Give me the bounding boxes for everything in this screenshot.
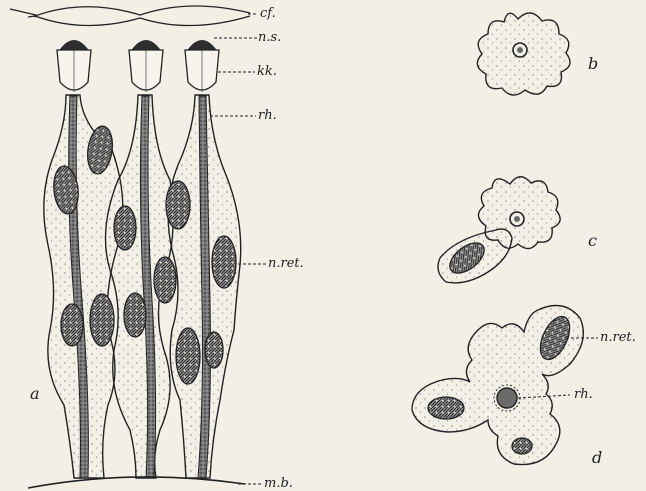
label-cf: cf. xyxy=(260,7,276,20)
panel-letter-d: d xyxy=(592,450,602,466)
retinula-nucleus xyxy=(166,181,190,229)
label-rh-a: rh. xyxy=(258,109,277,122)
retinula-nucleus-d xyxy=(512,438,532,454)
retinula-nucleus xyxy=(124,293,146,337)
label-ns: n.s. xyxy=(258,31,281,44)
label-rh-d: rh. xyxy=(574,388,593,401)
panel-letter-b: b xyxy=(588,56,598,72)
retinula-nucleus xyxy=(114,206,136,250)
panel-letter-c: c xyxy=(588,233,597,249)
retinula-nucleus xyxy=(212,236,236,288)
label-mb: m.b. xyxy=(264,477,293,490)
retinula-nucleus xyxy=(205,332,223,368)
retinula-nucleus xyxy=(154,257,176,303)
label-kk: kk. xyxy=(257,65,277,78)
panel-d xyxy=(412,306,598,465)
retinula-nucleus-d xyxy=(428,397,464,419)
cuticle-layer xyxy=(28,6,250,26)
label-nret-d: n.ret. xyxy=(600,331,636,344)
retinula-nucleus xyxy=(90,294,114,346)
retinula-nucleus xyxy=(176,328,200,384)
panel-c xyxy=(438,177,560,283)
panel-letter-a: a xyxy=(30,386,40,402)
retinula-nucleus xyxy=(61,304,83,346)
label-nret-a: n.ret. xyxy=(268,257,304,270)
rhabdom-section-d xyxy=(497,388,517,408)
panel-b xyxy=(477,13,570,95)
panel-a xyxy=(10,6,266,488)
